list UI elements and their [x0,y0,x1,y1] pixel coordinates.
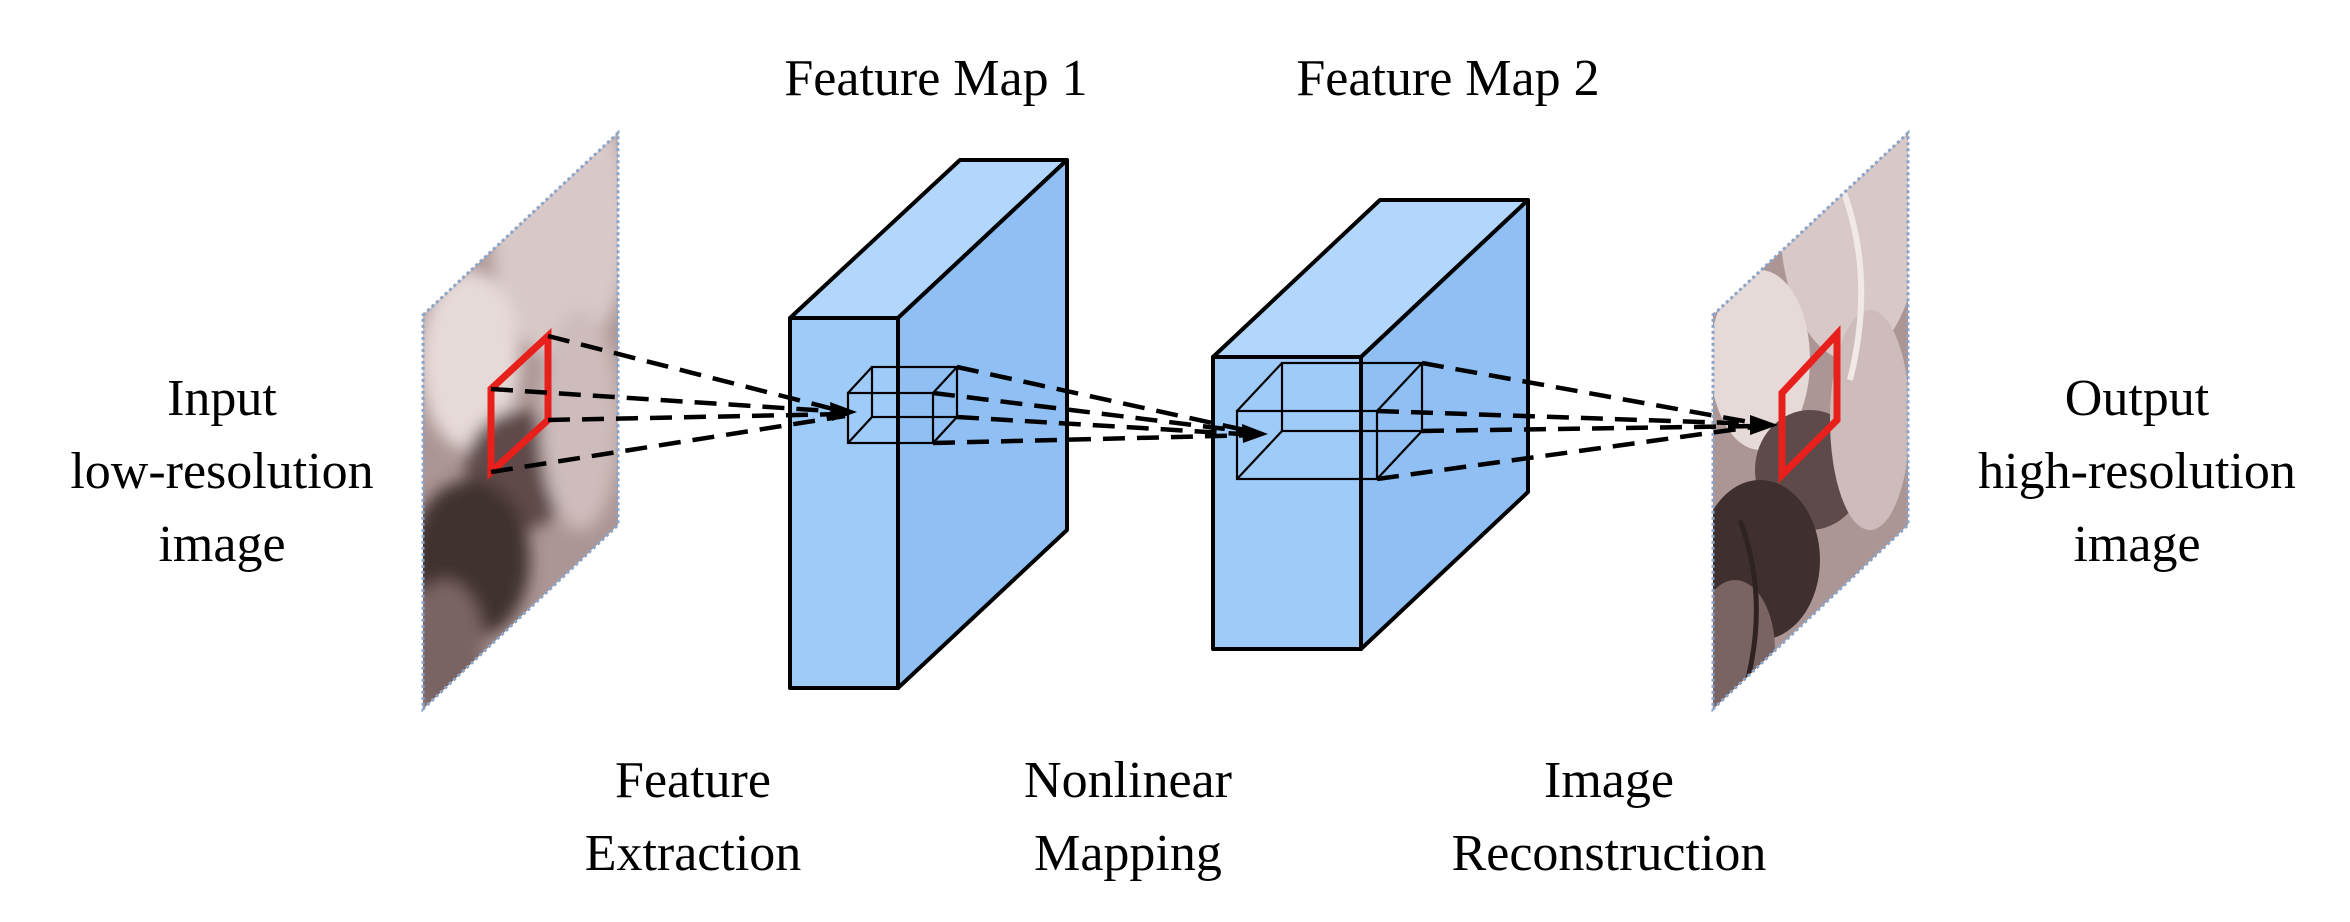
feature-map-2-label: Feature Map 2 [1296,50,1599,107]
image-reconstruction-line-2: Reconstruction [1452,825,1767,882]
feature-extraction-line-2: Extraction [585,825,802,882]
input-label-line-1: Input [167,370,277,427]
nonlinear-mapping-line-2: Mapping [1034,825,1222,882]
feature-map-1-label: Feature Map 1 [784,50,1087,107]
output-label-line-2: high-resolution [1978,443,2296,500]
projection-lines [490,333,1761,482]
nonlinear-mapping-line-1: Nonlinear [1024,752,1232,809]
feature-map-2-kernel [1235,361,1424,481]
input-image [421,129,620,713]
feature-map-2-block [1211,198,1530,651]
feature-map-1-kernel [846,365,959,445]
input-label-line-3: image [158,516,285,573]
image-reconstruction-line-1: Image [1544,752,1674,809]
feature-extraction-line-1: Feature [615,752,771,809]
output-image [1711,129,1910,713]
output-label: Output high-resolution image [1978,370,2296,573]
output-patch [1778,325,1841,484]
feature-extraction-label: Feature Extraction [585,752,802,882]
input-label: Input low-resolution image [70,370,373,573]
output-label-line-3: image [2073,516,2200,573]
nonlinear-mapping-label: Nonlinear Mapping [1024,752,1232,882]
feature-map-1-block [788,158,1069,690]
image-reconstruction-label: Image Reconstruction [1452,752,1767,882]
input-label-line-2: low-resolution [70,443,373,500]
output-label-line-1: Output [2065,370,2210,427]
arrowheads [830,402,1778,443]
